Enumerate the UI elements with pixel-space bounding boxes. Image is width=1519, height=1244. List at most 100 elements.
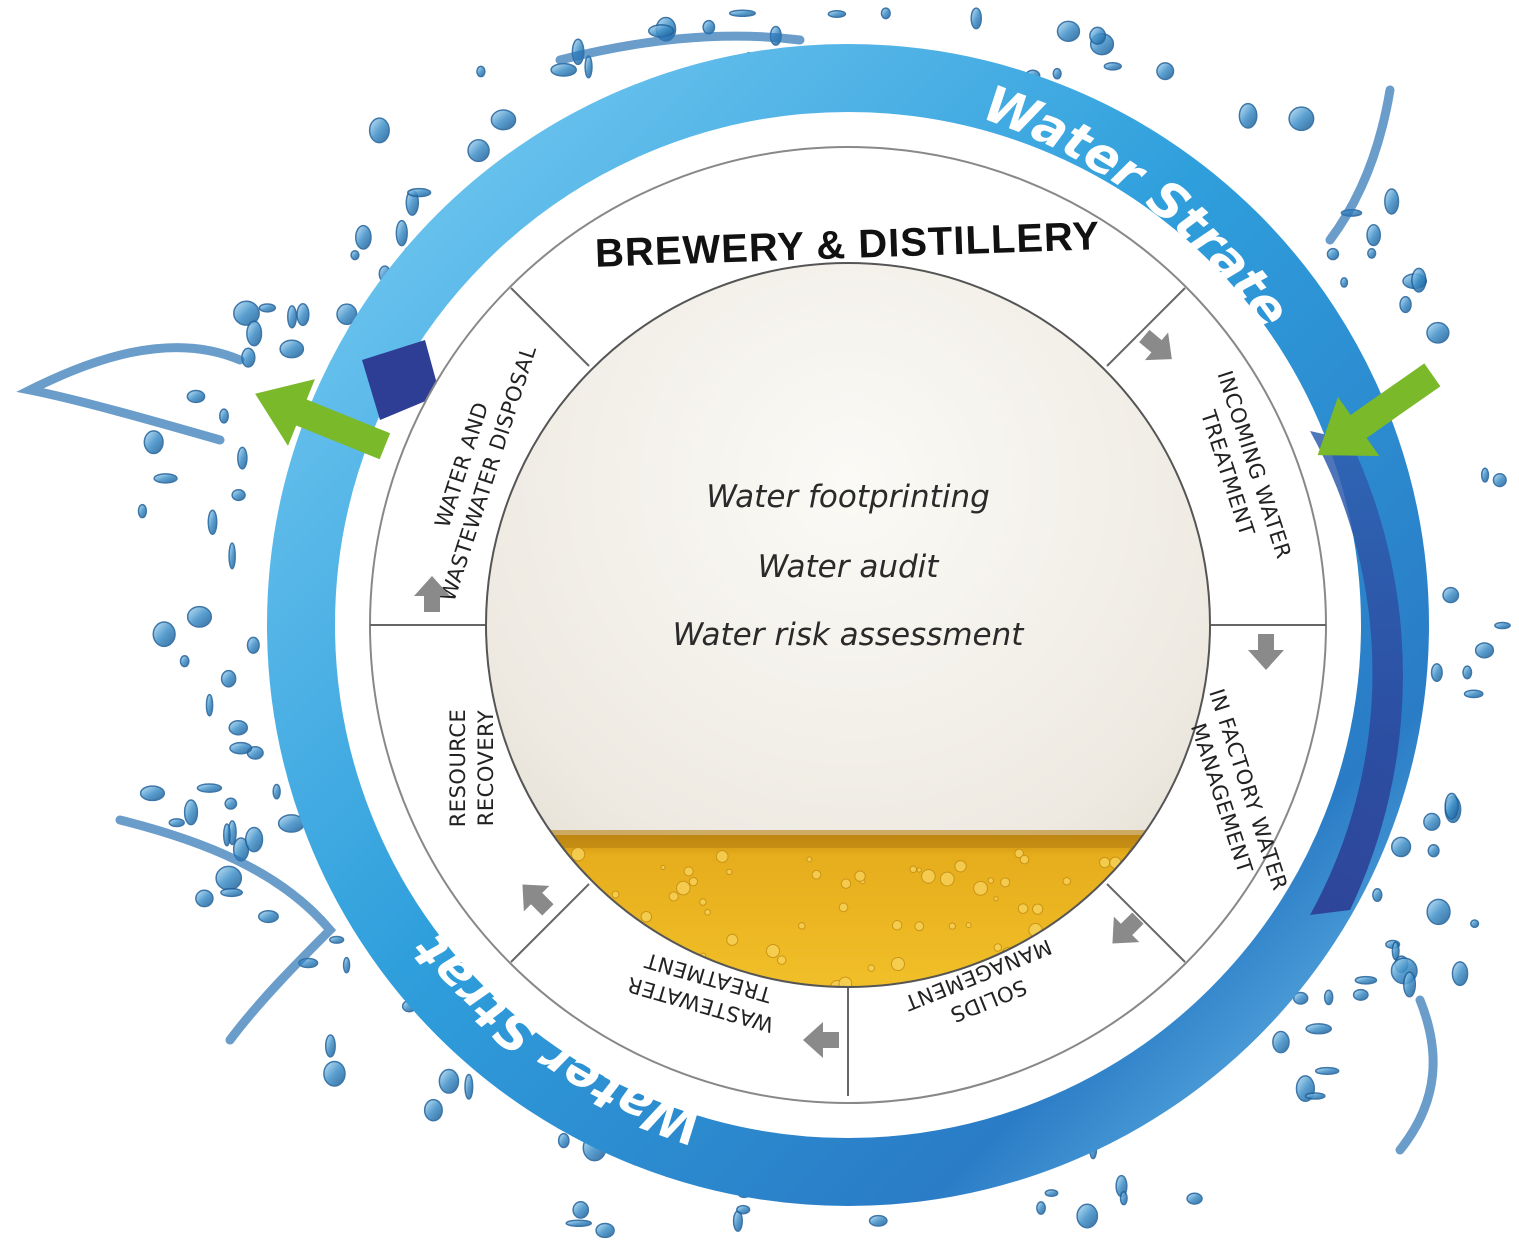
beer-bubble	[916, 867, 922, 873]
beer-bubble	[715, 850, 729, 863]
water-droplet	[205, 693, 214, 717]
water-droplet	[279, 339, 305, 359]
water-droplet	[1076, 1203, 1099, 1229]
water-droplet	[1492, 473, 1507, 488]
water-droplet	[195, 889, 214, 908]
step-arrow-icon	[522, 884, 554, 916]
water-droplet	[1272, 1030, 1290, 1054]
water-droplet	[215, 865, 243, 891]
water-droplet	[584, 55, 593, 79]
beer-bubble	[965, 922, 972, 929]
beer-bubble	[1062, 876, 1072, 886]
water-droplet	[1451, 961, 1469, 987]
water-droplet	[1326, 247, 1340, 261]
water-droplet	[1462, 665, 1473, 680]
water-droplet	[565, 1219, 592, 1228]
segment-label-line2: RECOVERY	[474, 710, 498, 826]
beer-bubble	[699, 898, 707, 906]
beer-bubble	[1014, 848, 1024, 859]
water-droplet	[1103, 62, 1122, 71]
beer-bubble	[776, 955, 787, 965]
beer-bubble	[726, 868, 733, 876]
water-droplet	[233, 300, 260, 326]
beer-bubble	[948, 922, 956, 930]
water-droplet	[186, 389, 206, 404]
beer-bubble	[660, 864, 666, 870]
water-droplet	[1238, 102, 1258, 129]
beer-bubble	[954, 860, 967, 873]
beer-bubble	[806, 856, 813, 863]
water-droplet	[1426, 898, 1451, 926]
water-droplet	[220, 887, 243, 898]
beer-bubble	[811, 869, 822, 880]
step-arrows	[414, 329, 1284, 1058]
water-droplet	[1384, 188, 1400, 215]
beer-bubble	[993, 943, 1003, 952]
beer-bubble	[765, 943, 781, 959]
water-droplet	[728, 9, 756, 18]
water-droplet	[257, 909, 279, 924]
water-droplet	[244, 826, 264, 853]
water-droplet	[355, 224, 372, 250]
water-droplet	[736, 1204, 751, 1215]
water-droplet	[1304, 1092, 1326, 1100]
water-droplet	[572, 1200, 590, 1219]
water-droplet	[1399, 296, 1412, 314]
beer-bubble	[973, 880, 988, 896]
water-droplet	[1292, 991, 1309, 1005]
water-droplet	[183, 799, 199, 826]
beer-bubble	[726, 933, 739, 946]
beer-bubble	[798, 922, 806, 930]
water-droplet	[196, 783, 223, 793]
water-droplet	[324, 1034, 336, 1058]
water-droplet	[702, 19, 716, 35]
beer-bubble	[987, 877, 995, 884]
beer-bubble	[704, 908, 711, 916]
water-splash-stream	[1395, 995, 1438, 1155]
step-arrow-icon	[1112, 912, 1144, 944]
segment-label-line1: RESOURCE	[446, 709, 470, 828]
water-droplet	[595, 1222, 615, 1239]
beer-bubble	[921, 869, 936, 884]
water-droplet	[287, 305, 298, 329]
water-droplet	[152, 621, 176, 648]
water-droplet	[827, 10, 847, 18]
water-droplet	[647, 24, 675, 38]
water-droplet	[1367, 247, 1377, 259]
beer-bubble	[867, 964, 876, 972]
water-droplet	[237, 446, 248, 470]
center-circle-outline	[485, 262, 1211, 988]
water-droplet	[464, 1073, 474, 1100]
water-droplet	[1426, 321, 1450, 344]
water-droplet	[207, 509, 218, 536]
beer-bubble	[854, 870, 866, 882]
water-droplet	[1288, 106, 1315, 132]
water-droplet	[557, 1132, 570, 1149]
step-arrow-icon	[1248, 634, 1284, 670]
beer-bubble	[1099, 856, 1111, 869]
water-droplet	[228, 542, 236, 570]
beer-bubble	[1019, 854, 1030, 865]
water-droplet	[1056, 20, 1081, 43]
water-droplet	[228, 719, 249, 736]
water-droplet	[1444, 792, 1459, 820]
water-droplet	[467, 139, 490, 163]
beer-bubble	[668, 891, 679, 902]
water-droplet	[336, 303, 358, 326]
water-droplet	[407, 187, 432, 198]
beer-bubble	[611, 890, 620, 899]
water-droplet	[1430, 663, 1443, 682]
water-droplet	[258, 303, 277, 313]
center-item-water-risk-assessment: Water risk assessment	[673, 617, 1026, 653]
water-droplet	[395, 219, 408, 247]
strategy-ring-dark-band-left	[362, 340, 440, 420]
water-droplet	[222, 823, 231, 847]
water-droplet	[350, 250, 360, 261]
water-splash-stream	[16, 343, 245, 445]
beer-bubble	[1017, 903, 1029, 914]
water-droplet	[179, 654, 190, 668]
water-droplet	[139, 785, 166, 802]
water-splash-stream	[115, 815, 337, 1045]
beer-bubble	[1032, 903, 1044, 915]
